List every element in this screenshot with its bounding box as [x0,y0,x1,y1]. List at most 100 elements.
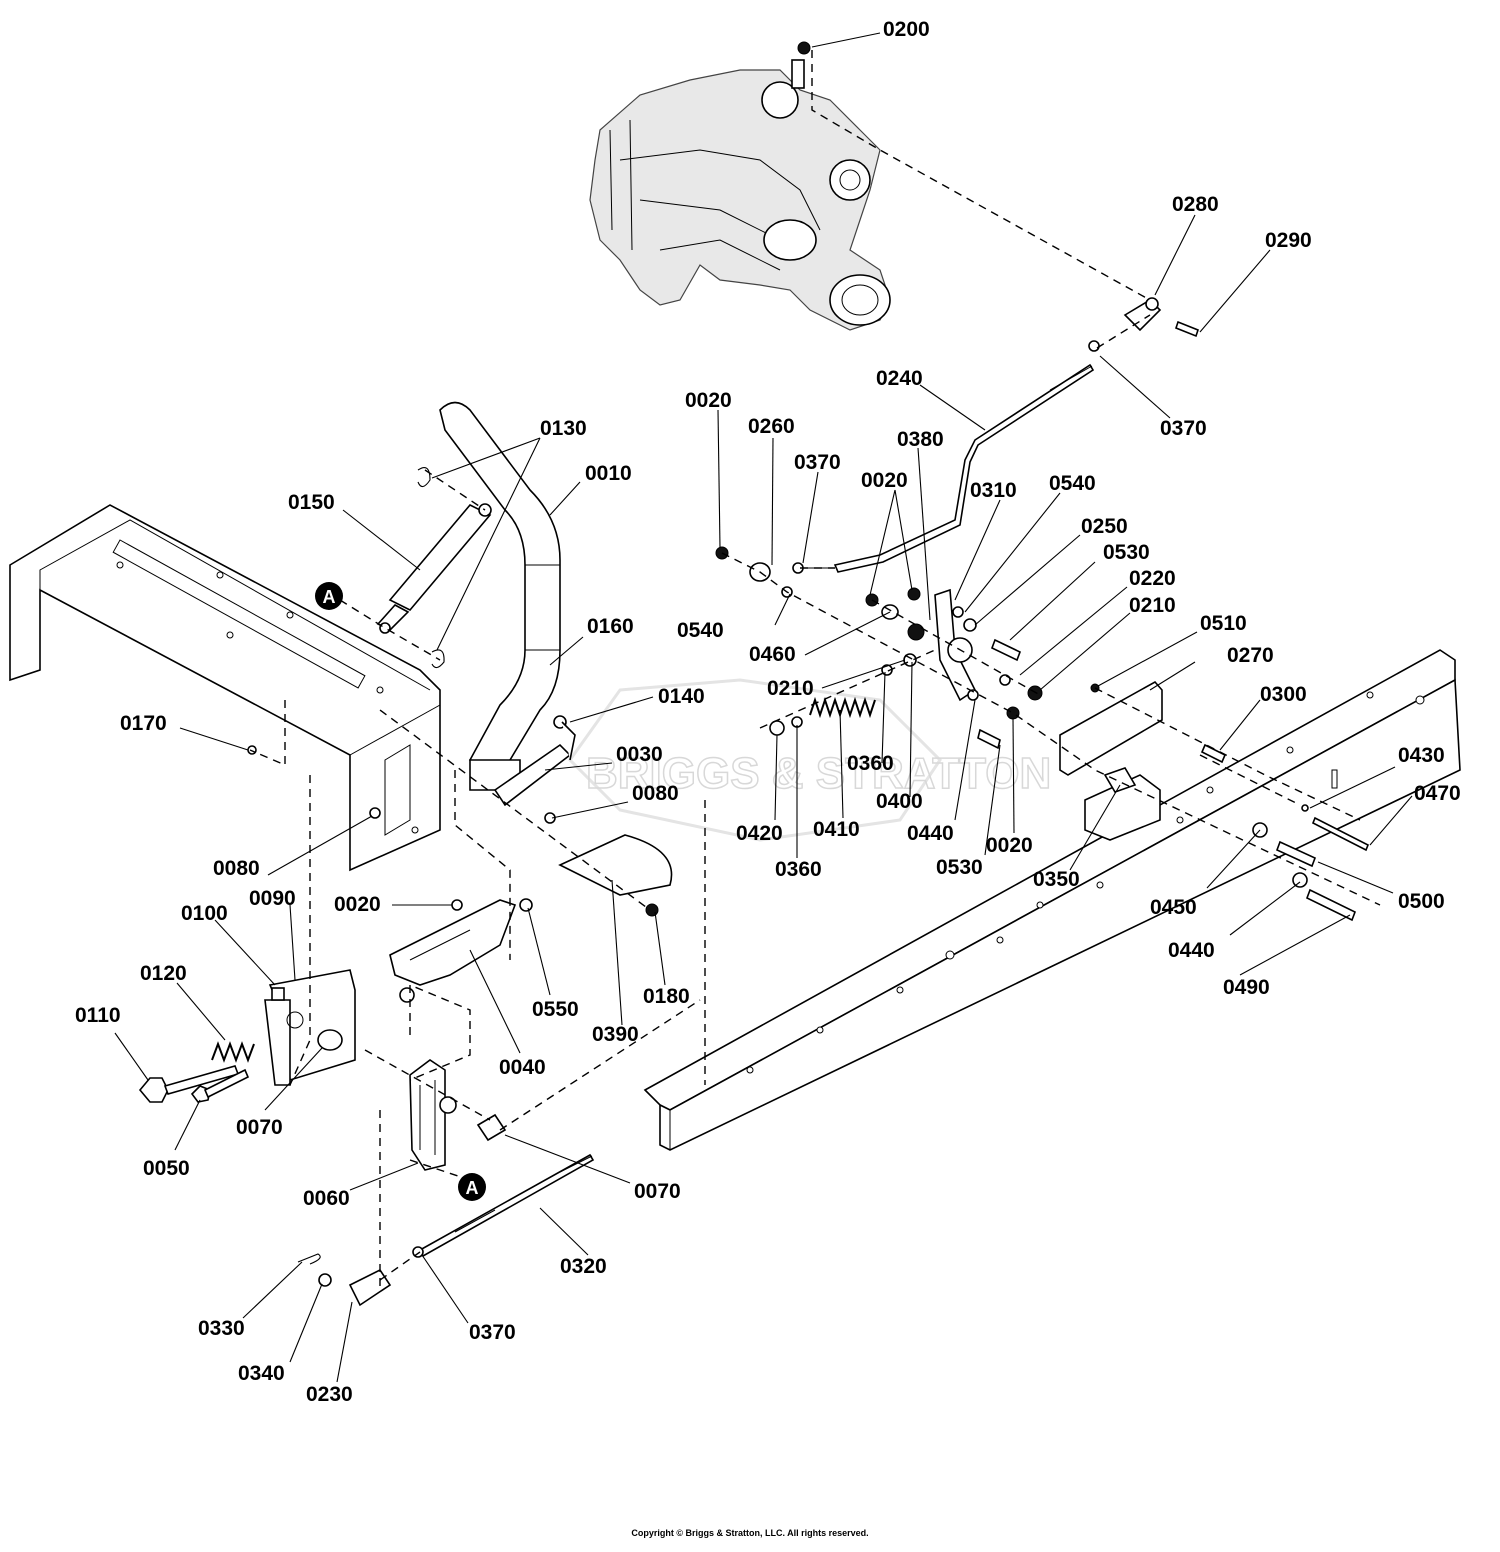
callout-0430: 0430 [1398,744,1445,767]
callout-0380: 0380 [897,428,944,451]
callout-0440: 0440 [907,822,954,845]
nut [645,903,659,917]
callout-0060: 0060 [303,1187,350,1210]
callout-0230: 0230 [306,1383,353,1406]
spring [211,1041,255,1063]
callout-0460: 0460 [749,643,796,666]
callout-0350: 0350 [1033,868,1080,891]
callout-0360: 0360 [775,858,822,881]
linkage-fasteners [715,546,1370,922]
callout-0040: 0040 [499,1056,546,1079]
callout-0210: 0210 [767,677,814,700]
callout-0540: 0540 [677,619,724,642]
rod-thread [454,1155,593,1233]
callout-0140: 0140 [658,685,705,708]
callout-0100: 0100 [181,902,228,925]
callout-0270: 0270 [1227,644,1274,667]
callout-0470: 0470 [1414,782,1461,805]
callout-0490: 0490 [1223,976,1270,999]
gas-spring [376,503,492,634]
callout-0310: 0310 [970,479,1017,502]
callout-0510: 0510 [1200,612,1247,635]
callout-0020: 0020 [986,834,1033,857]
callout-0130: 0130 [540,417,587,440]
screw [369,807,381,819]
callout-0080: 0080 [213,857,260,880]
callout-0530: 0530 [936,856,983,879]
callout-0050: 0050 [143,1157,190,1180]
transaxle [589,41,891,331]
callout-0120: 0120 [140,962,187,985]
reference-marker-a: A [458,1173,486,1201]
shift-rod [800,363,1095,573]
callout-0400: 0400 [876,790,923,813]
callout-0020: 0020 [685,389,732,412]
svg-text:A: A [323,587,336,607]
callout-0370: 0370 [1160,417,1207,440]
watermark: BRIGGS & STRATTON [568,678,1052,842]
callout-0250: 0250 [1081,515,1128,538]
pedal-arm [389,899,517,1003]
callout-0370: 0370 [469,1321,516,1344]
mount-plate [1059,680,1163,776]
callout-0200: 0200 [883,18,930,41]
callout-0450: 0450 [1150,896,1197,919]
chassis-bracket [9,504,441,872]
callout-0030: 0030 [616,743,663,766]
svg-text:BRIGGS & STRATTON: BRIGGS & STRATTON [586,749,1051,798]
copyright-notice: Copyright © Briggs & Stratton, LLC. All … [631,1528,869,1538]
nut [451,899,463,911]
callout-0070: 0070 [236,1116,283,1139]
spring-assembly [809,696,876,719]
callout-0320: 0320 [560,1255,607,1278]
assembly-lines [249,50,1381,1290]
nut [519,898,533,912]
ball-joint [1088,297,1199,352]
callout-0080: 0080 [632,782,679,805]
leader-lines [114,32,1413,1383]
cotter-pin [297,1253,321,1265]
lever-bracket [493,715,576,807]
callout-0500: 0500 [1398,890,1445,913]
control-rod [418,1153,595,1258]
callout-0340: 0340 [238,1362,285,1385]
callout-0540: 0540 [1049,472,1096,495]
control-lever [439,401,561,791]
callout-0170: 0170 [120,712,167,735]
frame-rail [643,649,1461,1151]
bushing [476,1113,507,1142]
callout-0240: 0240 [876,367,923,390]
callout-0150: 0150 [288,491,335,514]
pivot-bracket [264,969,356,1086]
callout-0260: 0260 [748,415,795,438]
shield-plate [558,834,673,896]
callout-0210: 0210 [1129,594,1176,617]
callout-0070: 0070 [634,1180,681,1203]
callout-0390: 0390 [592,1023,639,1046]
callout-0530: 0530 [1103,541,1150,564]
hair-pin [417,467,431,488]
hair-pin [431,649,445,669]
callout-0300: 0300 [1260,683,1307,706]
svg-text:A: A [466,1178,479,1198]
callout-0360: 0360 [847,752,894,775]
control-arm [409,1059,457,1171]
screw [247,745,257,755]
callout-0020: 0020 [861,469,908,492]
callout-0550: 0550 [532,998,579,1021]
callout-0410: 0410 [813,818,860,841]
clevis [348,1268,392,1307]
bushing [317,1029,343,1051]
callout-0010: 0010 [585,462,632,485]
washer [318,1273,332,1287]
callout-0110: 0110 [75,1004,121,1027]
callout-0090: 0090 [249,887,296,910]
screw [544,812,556,824]
callout-0280: 0280 [1172,193,1219,216]
reference-marker-a: A [315,582,343,610]
callout-0160: 0160 [587,615,634,638]
callout-0330: 0330 [198,1317,245,1340]
callout-0180: 0180 [643,985,690,1008]
callout-0220: 0220 [1129,567,1176,590]
callout-0370: 0370 [794,451,841,474]
